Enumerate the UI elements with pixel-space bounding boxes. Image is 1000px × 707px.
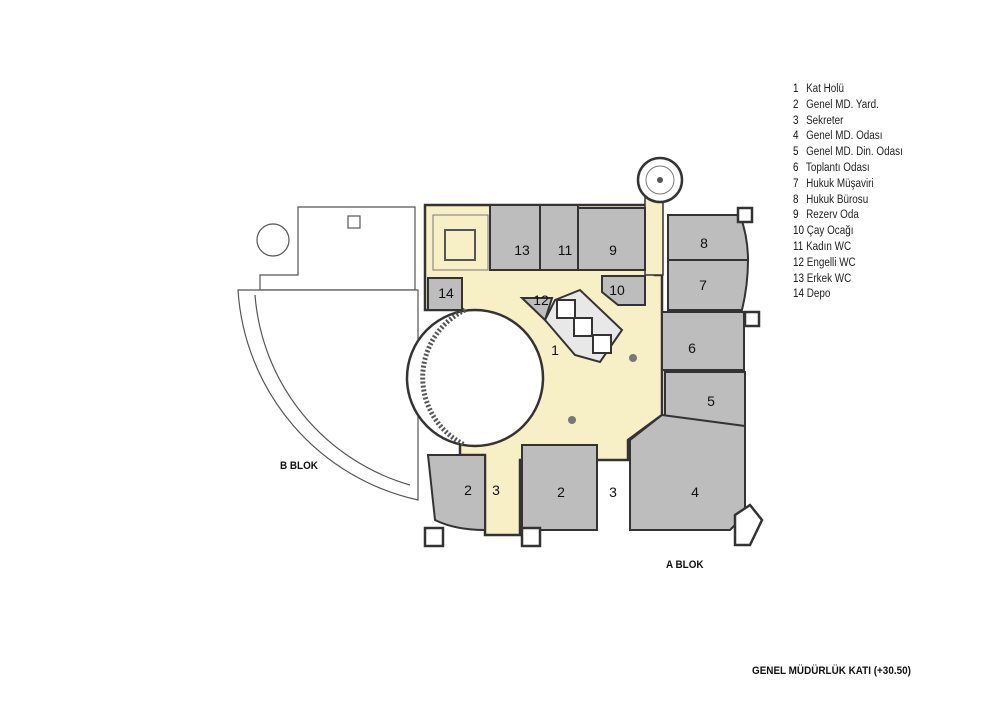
a-block-label: A BLOK (666, 559, 704, 571)
label-room-3b: 3 (609, 484, 617, 500)
legend-label: Sekreter (806, 114, 844, 127)
room-12 (519, 297, 554, 322)
label-room-13: 13 (514, 242, 530, 258)
room-10 (601, 275, 646, 306)
legend-num: 10 (793, 225, 805, 238)
legend-num: 2 (793, 98, 799, 111)
legend-label: Genel MD. Yard. (806, 98, 879, 111)
legend-item: 13 Erkek WC (793, 272, 903, 288)
label-room-14: 14 (438, 285, 454, 301)
legend-item: 4 Genel MD. Odası (793, 129, 903, 145)
label-room-2a: 2 (464, 482, 472, 498)
room-8 (667, 214, 750, 261)
legend-num: 13 (793, 272, 805, 285)
legend-num: 5 (793, 146, 799, 159)
legend-item: 9 Rezerv Oda (793, 208, 903, 224)
legend-item: 5 Genel MD. Din. Odası (793, 145, 903, 161)
room-2-left (426, 454, 486, 532)
legend-label: Rezerv Oda (806, 209, 859, 222)
label-room-2b: 2 (557, 484, 565, 500)
legend-label: Hukuk Müşaviri (806, 177, 874, 190)
label-room-9: 9 (609, 242, 617, 258)
legend-label: Çay Ocağı (806, 225, 854, 238)
legend-num: 9 (793, 209, 799, 222)
legend-item: 6 Toplantı Odası (793, 161, 903, 177)
legend-num: 4 (793, 130, 799, 143)
room-14 (427, 277, 463, 311)
label-room-1: 1 (551, 342, 559, 358)
label-room-8: 8 (700, 235, 708, 251)
label-room-3a: 3 (492, 482, 500, 498)
room-9 (577, 207, 646, 271)
legend-item: 8 Hukuk Bürosu (793, 193, 903, 209)
legend-num: 1 (793, 83, 799, 95)
legend-num: 7 (793, 177, 799, 190)
room-labels: 1 2 2 3 3 4 5 6 7 8 9 10 11 12 13 14 (438, 235, 715, 500)
legend-label: Engelli WC (806, 256, 856, 269)
b-block-label: B BLOK (280, 460, 318, 472)
legend-item: 3 Sekreter (793, 114, 903, 130)
plan-title: GENEL MÜDÜRLÜK KATI (+30.50) (752, 665, 911, 677)
legend-num: 3 (793, 114, 799, 127)
label-room-12: 12 (533, 292, 549, 308)
legend-num: 11 (793, 240, 804, 253)
b-block-outline (237, 206, 419, 501)
legend-label: Genel MD. Odası (806, 130, 883, 143)
legend-item: 2 Genel MD. Yard. (793, 98, 903, 114)
legend-label: Hukuk Bürosu (806, 193, 869, 206)
room-legend: 1 Kat Holü 2 Genel MD. Yard. 3 Sekreter … (793, 82, 903, 303)
legend-label: Toplantı Odası (805, 161, 870, 174)
room-4 (629, 413, 746, 531)
label-room-10: 10 (609, 282, 625, 298)
legend-num: 8 (793, 193, 799, 206)
room-13 (489, 204, 541, 271)
legend-item: 7 Hukuk Müşaviri (793, 177, 903, 193)
legend-num: 12 (793, 256, 805, 269)
label-room-7: 7 (699, 277, 707, 293)
legend-item: 14 Depo (793, 287, 903, 303)
spiral-stair (636, 156, 684, 204)
label-room-6: 6 (688, 340, 696, 356)
legend-num: 14 (793, 288, 805, 301)
legend-label: Depo (806, 288, 831, 301)
room-6 (661, 311, 745, 371)
legend-label: Kat Holü (806, 83, 845, 95)
legend-item: 10 Çay Ocağı (793, 224, 903, 240)
room-7 (667, 259, 750, 311)
label-room-4: 4 (691, 484, 699, 500)
room-2-middle (521, 444, 598, 531)
legend-label: Erkek WC (806, 272, 852, 285)
legend-item: 1 Kat Holü (793, 82, 903, 98)
legend-item: 12 Engelli WC (793, 256, 903, 272)
legend-label: Kadın WC (806, 240, 852, 253)
legend-label: Genel MD. Din. Odası (806, 146, 903, 159)
label-room-11: 11 (558, 242, 573, 258)
room-11 (539, 204, 579, 271)
legend-item: 11 Kadın WC (793, 240, 903, 256)
label-room-5: 5 (707, 393, 715, 409)
legend-num: 6 (793, 161, 799, 174)
